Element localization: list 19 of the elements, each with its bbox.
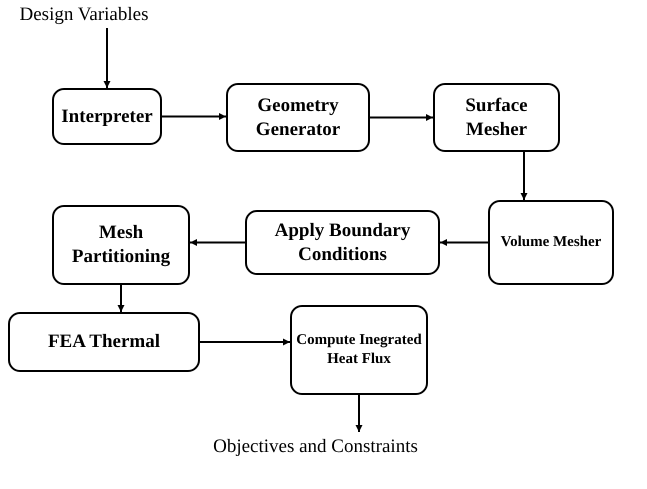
- arrow: [118, 285, 124, 312]
- process-box: Geometry Generator: [226, 83, 370, 152]
- arrow: [356, 395, 362, 432]
- arrow: [200, 338, 290, 346]
- process-box: Surface Mesher: [433, 83, 560, 152]
- process-box: Compute Inegrated Heat Flux: [290, 305, 428, 395]
- arrow: [520, 152, 528, 200]
- arrow: [440, 239, 488, 246]
- arrow: [162, 113, 226, 120]
- arrow: [190, 239, 245, 246]
- node-text: Objectives and Constraints: [188, 432, 443, 462]
- process-box: Volume Mesher: [488, 200, 614, 285]
- arrow: [104, 28, 110, 88]
- process-box: Mesh Partitioning: [52, 205, 190, 285]
- arrow: [370, 114, 433, 121]
- process-box: Interpreter: [52, 88, 162, 145]
- process-box: Apply Boundary Conditions: [245, 210, 440, 275]
- process-box: FEA Thermal: [8, 312, 200, 372]
- node-text: Design Variables: [4, 2, 164, 28]
